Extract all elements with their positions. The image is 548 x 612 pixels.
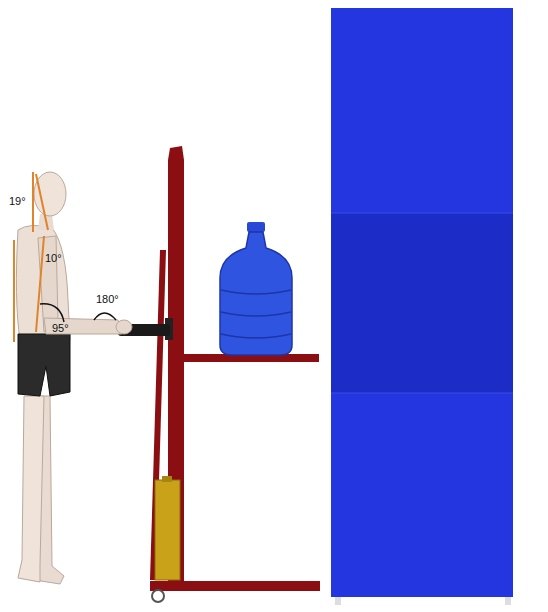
guide-line: [32, 172, 34, 232]
angle-label: 180°: [96, 294, 119, 305]
battery-cap: [162, 476, 172, 482]
rack-edge: [331, 213, 513, 214]
stacker: [118, 146, 320, 602]
guide-line: [36, 236, 44, 332]
rack-edge: [331, 393, 513, 394]
torso: [16, 225, 70, 340]
rack-foot: [505, 597, 511, 605]
wheel: [152, 590, 164, 602]
shorts: [18, 334, 70, 396]
guide-line: [13, 240, 15, 342]
bottle-cap: [247, 222, 265, 232]
storage-rack: [331, 8, 513, 605]
rack-section: [331, 213, 513, 393]
forearm: [44, 318, 122, 334]
guide-line: [36, 174, 48, 230]
bottle-body: [220, 232, 292, 355]
stacker-base: [150, 581, 320, 591]
angle-label: 10°: [45, 253, 62, 264]
angle-label: 19°: [9, 196, 26, 207]
angle-arc: [40, 304, 64, 322]
rack-section: [331, 8, 513, 213]
angle-arc: [94, 313, 116, 320]
bottle-ridge: [221, 290, 291, 338]
hand: [116, 320, 132, 334]
rack-foot: [335, 597, 341, 605]
leg: [18, 396, 44, 582]
angle-arcs: [40, 304, 116, 322]
rack-section: [331, 393, 513, 597]
head: [34, 172, 66, 216]
angle-label: 95°: [52, 323, 69, 334]
water-bottle: [220, 222, 292, 355]
person: [16, 172, 132, 584]
battery: [155, 480, 180, 580]
